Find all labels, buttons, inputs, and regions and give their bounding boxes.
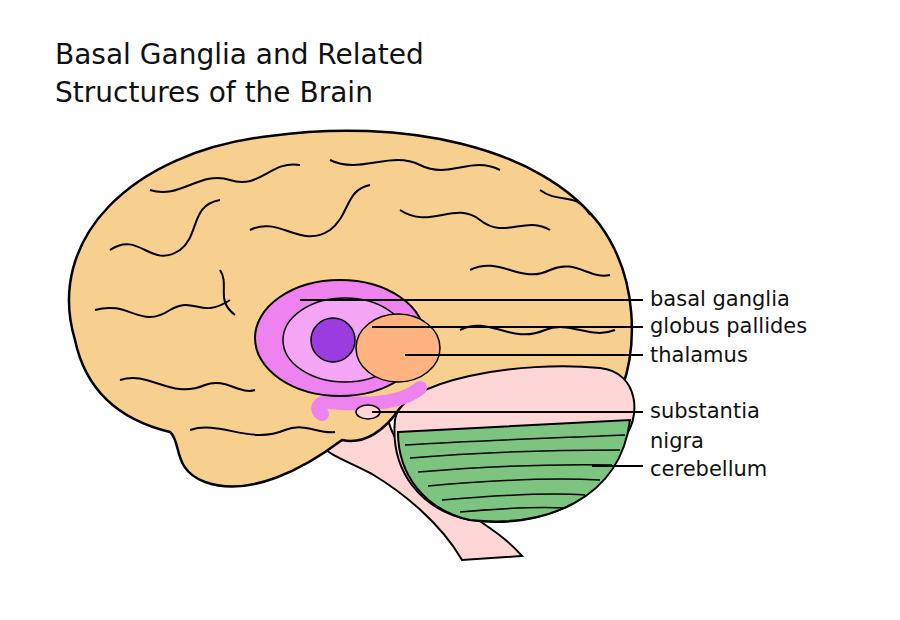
part-label: substantia nigra (650, 396, 785, 456)
leader-line (300, 299, 643, 301)
folia-lines (405, 435, 625, 512)
leader-line (592, 465, 643, 467)
leader-line (372, 411, 643, 413)
cerebellum-folia (398, 420, 630, 521)
putamen-core (311, 318, 355, 362)
cerebellum-shape (394, 366, 634, 522)
diagram-title: Basal Ganglia and Related Structures of … (55, 36, 525, 112)
leader-lines (300, 300, 643, 466)
part-label: basal ganglia (650, 284, 890, 314)
part-label: cerebellum (650, 454, 890, 484)
leader-line (372, 326, 643, 328)
part-label: thalamus (650, 340, 890, 370)
leader-line (405, 354, 643, 356)
part-label: globus pallides (650, 311, 890, 341)
thalamus-shape (356, 314, 440, 382)
